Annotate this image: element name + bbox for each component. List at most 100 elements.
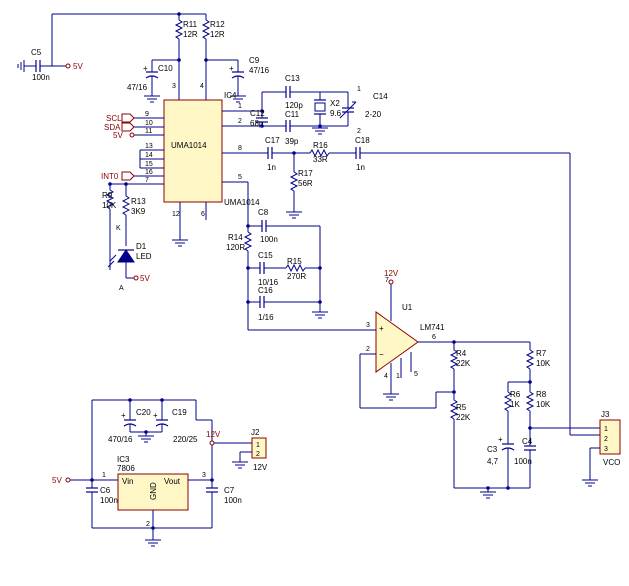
d1-value: LED: [136, 252, 152, 261]
net-5v-led: 5V: [140, 274, 150, 283]
ground-c5: [17, 60, 32, 72]
resistor-r11: R11 12R: [174, 14, 198, 100]
net-5v-pin11: 5V: [113, 131, 123, 140]
resistor-r9: R9 10K: [102, 189, 117, 270]
uma-name-2: UMA1014: [224, 198, 260, 207]
connector-j2: J2 1 2 12V: [251, 428, 268, 472]
cap-c18: C18 1n: [355, 136, 370, 172]
svg-text:−: −: [379, 350, 384, 359]
led-d1: D1 LED K A: [107, 225, 152, 292]
c4-value: 100n: [514, 457, 532, 466]
c12-value: 68p: [250, 119, 264, 128]
x2-ref: X2: [330, 99, 340, 108]
resistor-r15: R15 270R: [285, 257, 306, 281]
d1-ref: D1: [136, 242, 147, 251]
c19-ref: C19: [172, 408, 187, 417]
svg-text:2: 2: [366, 346, 370, 353]
c9-ref: C9: [249, 56, 260, 65]
crystal-x2: X2 9.6: [314, 99, 342, 126]
trimmer-cap-c14: C14 2-20 1 2: [339, 86, 388, 135]
svg-text:12: 12: [172, 211, 180, 218]
r5-value: 22K: [456, 413, 471, 422]
svg-text:+: +: [379, 324, 384, 333]
resistor-r7: R7 10K: [525, 342, 551, 382]
cap-c16: C16 1/16: [258, 286, 274, 322]
svg-text:+: +: [229, 64, 234, 73]
cap-c19: + C19 220/25: [153, 400, 198, 444]
c12-ref: C12: [250, 109, 265, 118]
svg-text:1: 1: [102, 472, 106, 479]
svg-text:2: 2: [256, 451, 260, 458]
c5-value: 100n: [32, 73, 50, 82]
c4-ref: C4: [522, 437, 533, 446]
c15-value: 10/16: [258, 278, 279, 287]
resistor-r5: R5 22K: [449, 399, 471, 488]
r12-ref: R12: [210, 20, 225, 29]
c19-value: 220/25: [173, 435, 198, 444]
r14-value: 120R: [226, 243, 245, 252]
c14-value: 2-20: [365, 110, 382, 119]
r15-value: 270R: [287, 272, 306, 281]
cap-c7: C7 100n: [206, 480, 242, 528]
svg-text:2: 2: [357, 128, 361, 135]
svg-text:2: 2: [604, 436, 608, 443]
svg-text:2: 2: [146, 521, 150, 528]
j3-ref: J3: [601, 410, 610, 419]
j2-label: 12V: [253, 463, 268, 472]
cap-c10: + C10 47/16: [127, 60, 173, 96]
ic3-gnd: GND: [149, 482, 158, 500]
svg-text:5: 5: [414, 371, 418, 378]
svg-text:5: 5: [238, 174, 242, 181]
svg-text:1: 1: [604, 426, 608, 433]
c6-value: 100n: [100, 496, 118, 505]
cap-c9: + C9 47/16: [229, 56, 270, 96]
opamp-u1: + − U1 LM741: [375, 303, 445, 373]
resistor-r13: R13 3K9: [121, 195, 146, 246]
c9-value: 47/16: [249, 66, 270, 75]
svg-text:1: 1: [238, 103, 242, 110]
net-5v-top: 5V: [73, 62, 83, 71]
c16-ref: C16: [258, 286, 273, 295]
cap-c5: C5 100n: [31, 48, 66, 82]
c11-value: 39p: [285, 137, 299, 146]
r8-value: 10K: [536, 400, 551, 409]
r16-value: 33R: [313, 155, 328, 164]
r14-ref: R14: [228, 233, 243, 242]
resistor-r12: R12 12R: [201, 14, 225, 100]
c6-ref: C6: [100, 486, 111, 495]
r17-value: 56R: [298, 179, 313, 188]
svg-text:3: 3: [366, 322, 370, 329]
r11-ref: R11: [183, 20, 198, 29]
r12-value: 12R: [210, 30, 225, 39]
svg-text:6: 6: [432, 334, 436, 341]
cap-c3: + C3 4,7: [487, 435, 515, 488]
resistor-r8: R8 10K: [525, 382, 551, 440]
svg-text:7: 7: [145, 177, 149, 184]
cap-c6: C6 100n: [86, 480, 118, 528]
svg-text:3: 3: [202, 472, 206, 479]
r6-value: 1K: [510, 400, 520, 409]
x2-value: 9.6: [330, 109, 342, 118]
net-12v-reg: 12V: [206, 430, 221, 439]
cap-c15: C15 10/16: [258, 251, 279, 287]
net-12v-opamp: 12V: [384, 269, 399, 278]
c17-value: 1n: [267, 163, 276, 172]
resistor-r6: R6 1K: [503, 382, 521, 444]
c11-ref: C11: [285, 110, 300, 119]
c13-value: 120p: [285, 101, 303, 110]
ic3-vout: Vout: [164, 477, 181, 486]
r15-ref: R15: [287, 257, 302, 266]
c10-value: 47/16: [127, 83, 148, 92]
resistor-r17: R17 56R: [289, 153, 313, 212]
r17-ref: R17: [298, 169, 313, 178]
c14-ref: C14: [373, 92, 388, 101]
ic-uma1014: UMA1014 IC4 UMA1014: [163, 91, 260, 207]
r9-ref: R9: [102, 191, 113, 200]
svg-text:8: 8: [238, 145, 242, 152]
r4-ref: R4: [456, 349, 467, 358]
svg-text:4: 4: [200, 83, 204, 90]
u1-name: LM741: [420, 323, 445, 332]
connector-j3: J3 1 2 3 VCO: [599, 410, 621, 467]
c15-ref: C15: [258, 251, 273, 260]
